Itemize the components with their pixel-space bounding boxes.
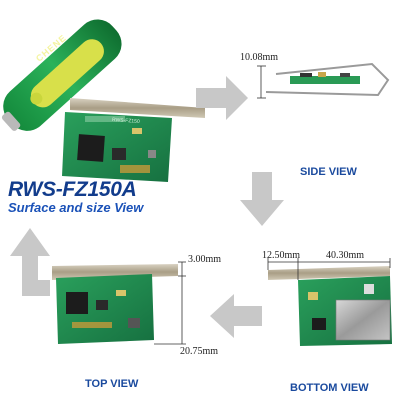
bottom-dimension-lines (267, 258, 391, 280)
arrow-up-turn-icon (10, 228, 50, 296)
side-thickness-dimension: 10.08mm (240, 52, 279, 63)
battery-image (1, 19, 122, 131)
product-subtitle: Surface and size View (8, 200, 144, 215)
side-dimension-line (257, 65, 266, 99)
arrow-left-icon (210, 294, 262, 338)
bottom-view-image (268, 266, 392, 346)
side-view-label: SIDE VIEW (300, 166, 357, 178)
bottom-left-dimension: 12.50mm (262, 250, 301, 261)
top-view-image (52, 264, 178, 344)
main-pcb-image (62, 98, 205, 182)
top-height-dimension: 3.00mm (188, 254, 222, 265)
arrow-right-icon (196, 76, 248, 120)
top-view-label: TOP VIEW (85, 378, 139, 390)
side-view-image (265, 62, 390, 97)
product-title: RWS-FZ150A (8, 178, 137, 201)
arrow-down-icon (240, 172, 284, 226)
bottom-view-label: BOTTOM VIEW (290, 382, 369, 394)
bottom-length-dimension: 40.30mm (326, 250, 365, 261)
top-dimension-lines (154, 261, 186, 345)
top-width-dimension: 20.75mm (180, 346, 219, 357)
